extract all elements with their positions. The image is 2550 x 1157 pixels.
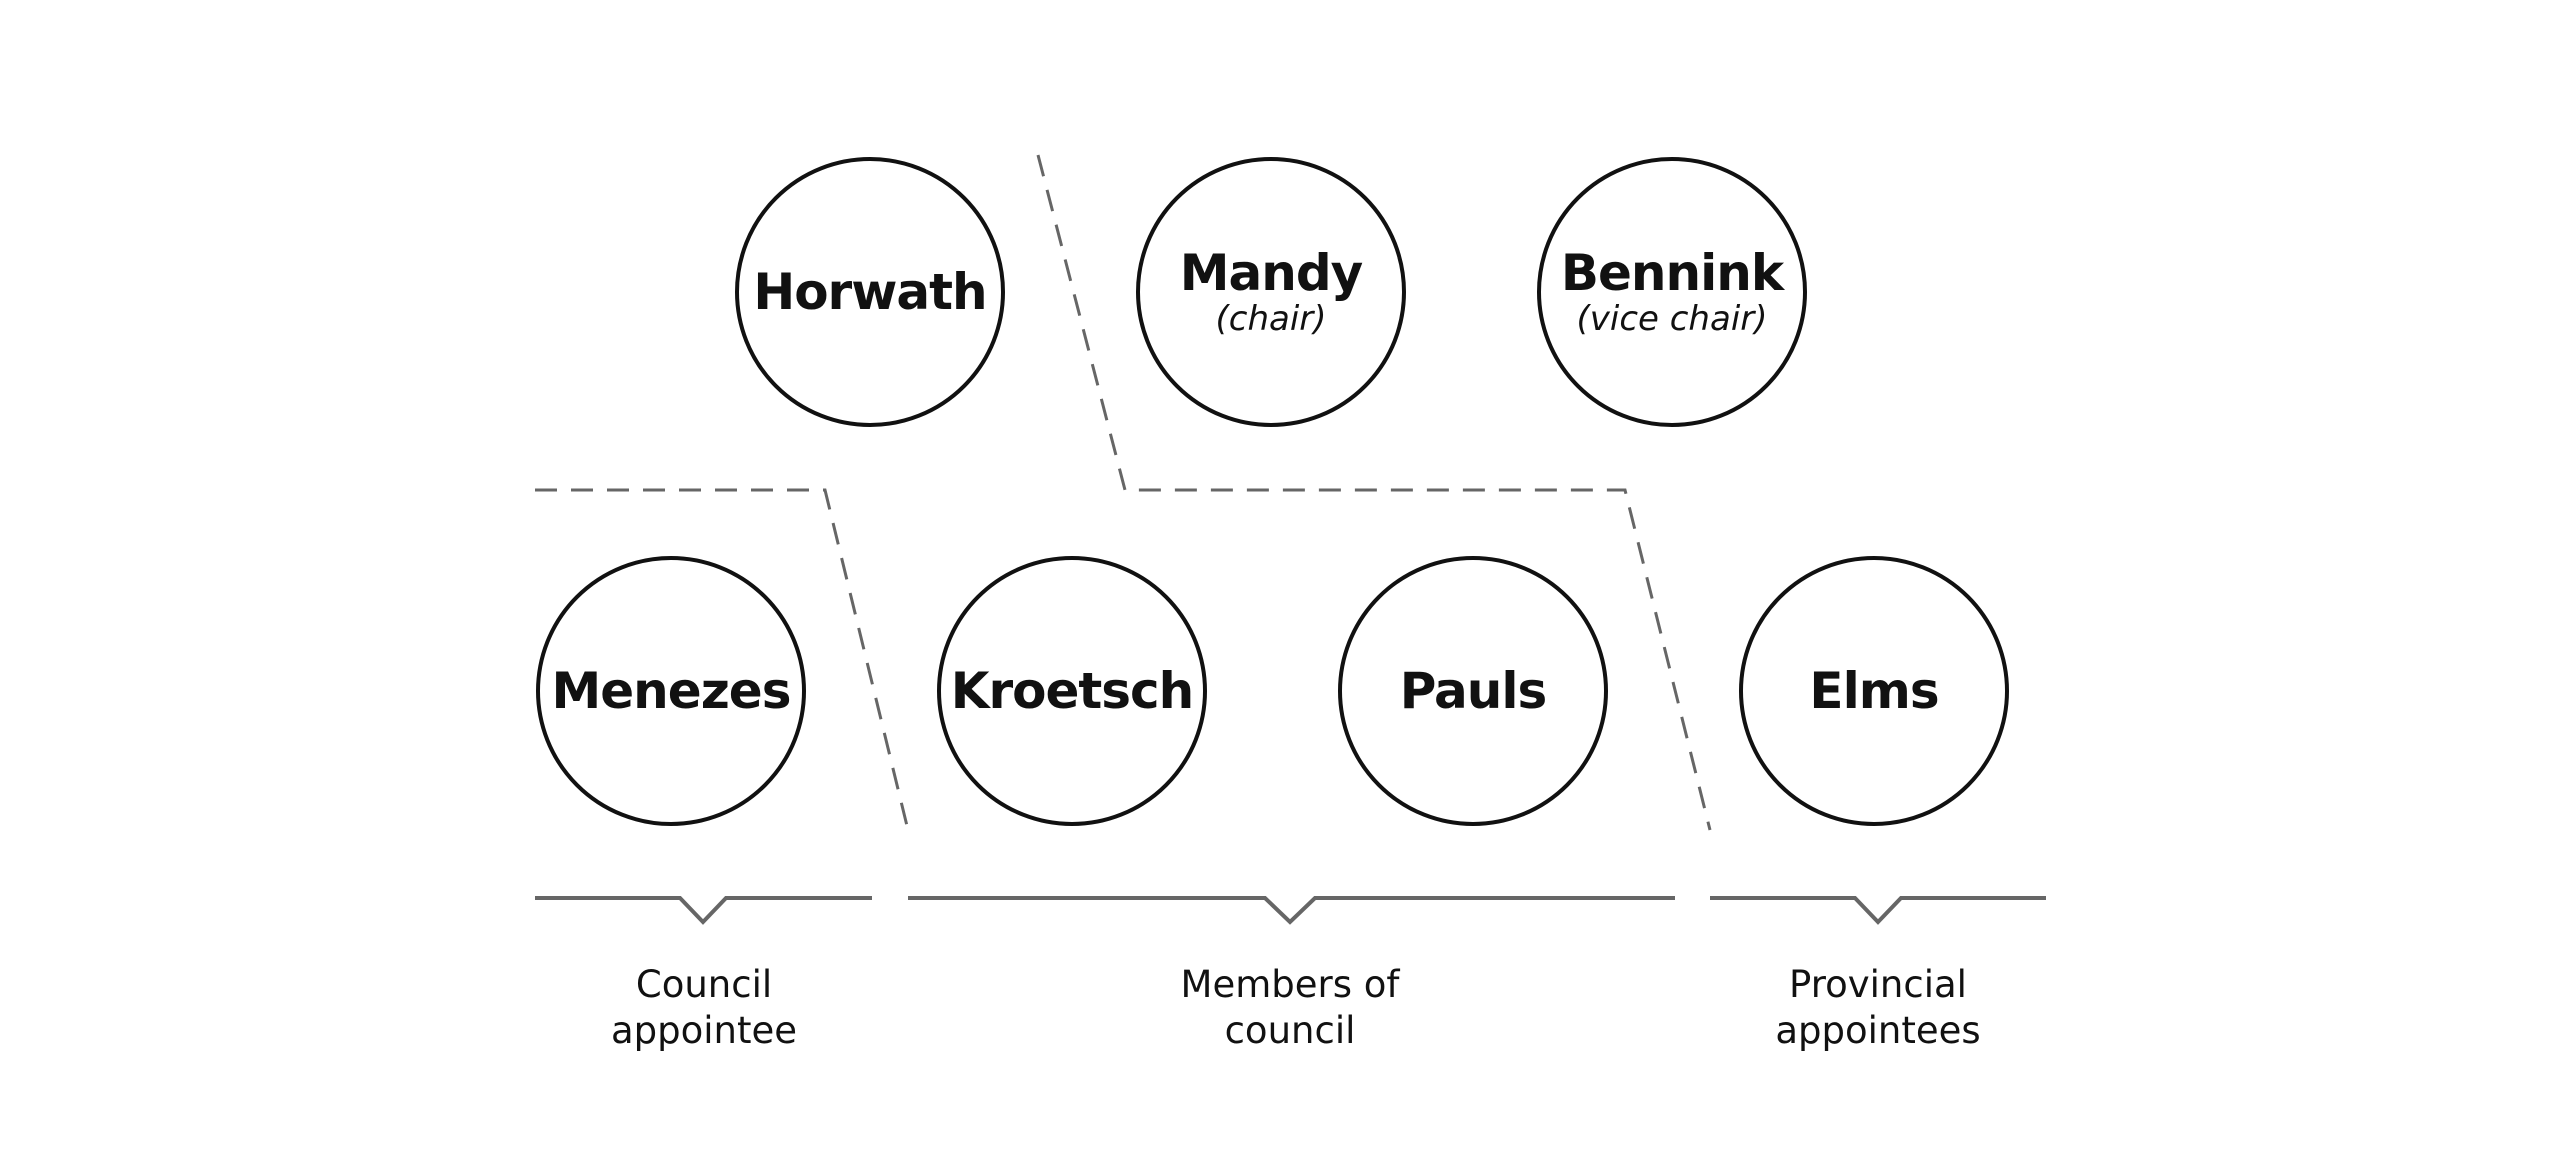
group-label-line: appointees: [1775, 1009, 1981, 1052]
divider-council-appointee: [535, 488, 910, 831]
member-name: Elms: [1809, 661, 1939, 720]
member-role: (vice chair): [1576, 298, 1768, 339]
group-label-line: Council: [635, 963, 773, 1006]
member-name: Pauls: [1399, 661, 1548, 720]
member-name: Horwath: [753, 262, 987, 321]
group-label-line: council: [1224, 1009, 1356, 1052]
member-name: Kroetsch: [950, 661, 1195, 720]
member-bennink: Bennink (vice chair): [1537, 157, 1807, 427]
group-label-provincial-appointees: Provincial appointees: [1708, 962, 2048, 1054]
group-label-line: Members of: [1180, 963, 1400, 1006]
divider-provincial-appointees: [1036, 154, 1712, 831]
member-pauls: Pauls: [1338, 556, 1608, 826]
member-role: (chair): [1215, 298, 1327, 339]
member-name: Menezes: [551, 661, 792, 720]
member-kroetsch: Kroetsch: [937, 556, 1207, 826]
member-horwath: Horwath: [735, 157, 1005, 427]
bracket-provincial-appointees: [1710, 896, 2046, 925]
group-label-line: Provincial: [1789, 963, 1967, 1006]
group-label-council-appointee: Council appointee: [534, 962, 874, 1054]
group-label-members-of-council: Members of council: [1120, 962, 1460, 1054]
member-menezes: Menezes: [536, 556, 806, 826]
member-name: Bennink: [1560, 243, 1784, 302]
bracket-council-appointee: [535, 896, 872, 925]
member-mandy: Mandy (chair): [1136, 157, 1406, 427]
bracket-members-of-council: [908, 896, 1675, 925]
group-label-line: appointee: [610, 1009, 798, 1052]
member-name: Mandy: [1179, 243, 1363, 302]
member-elms: Elms: [1739, 556, 2009, 826]
